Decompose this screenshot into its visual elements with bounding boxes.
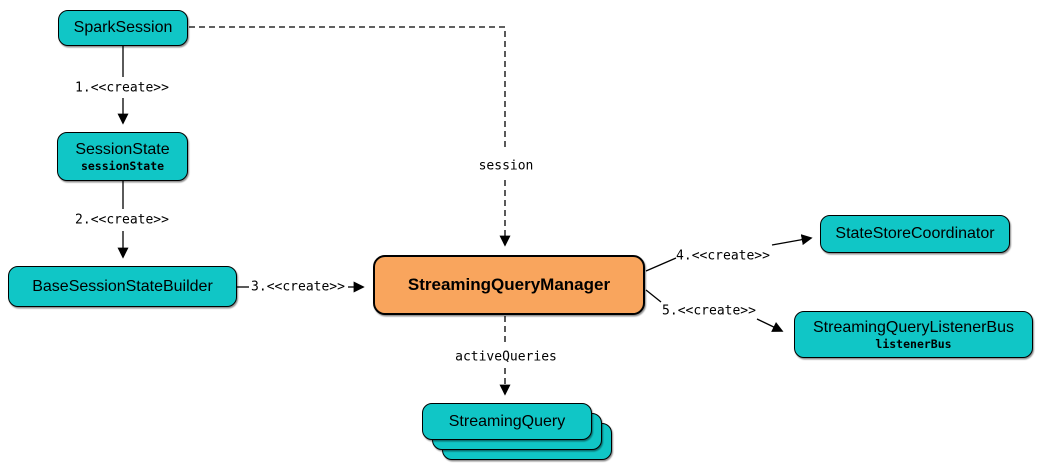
node-base-session-state-builder-label: BaseSessionStateBuilder [32, 277, 213, 295]
edge-create-5 [645, 289, 784, 332]
node-session-state-label: SessionState [75, 140, 170, 158]
node-streaming-query-listener-bus: StreamingQueryListenerBus listenerBus [794, 311, 1033, 358]
edge-label-active-queries: activeQueries [455, 349, 557, 365]
node-streaming-query-manager-label: StreamingQueryManager [407, 275, 611, 295]
edge-session [189, 26, 511, 247]
node-streaming-query: StreamingQuery [422, 403, 592, 440]
edge-label-session: session [478, 158, 534, 174]
edge-label-create-5: 5.<<create>> [662, 303, 756, 319]
node-session-state: SessionState sessionState [57, 132, 188, 181]
node-streaming-query-manager: StreamingQueryManager [373, 255, 645, 315]
node-state-store-coordinator: StateStoreCoordinator [820, 215, 1010, 253]
node-streaming-query-listener-bus-label: StreamingQueryListenerBus [813, 318, 1014, 336]
edge-create-4 [645, 234, 813, 272]
edge-label-create-1: 1.<<create>> [75, 80, 169, 96]
node-streaming-query-listener-bus-sublabel: listenerBus [875, 336, 952, 351]
edge-label-create-2: 2.<<create>> [75, 212, 169, 228]
node-spark-session: SparkSession [58, 10, 188, 46]
node-spark-session-label: SparkSession [73, 19, 173, 37]
node-streaming-query-label: StreamingQuery [448, 412, 566, 430]
node-session-state-sublabel: sessionState [80, 158, 165, 173]
edge-label-create-4: 4.<<create>> [676, 248, 770, 264]
node-base-session-state-builder: BaseSessionStateBuilder [8, 266, 237, 307]
node-state-store-coordinator-label: StateStoreCoordinator [835, 225, 995, 243]
edge-label-create-3: 3.<<create>> [251, 279, 345, 295]
